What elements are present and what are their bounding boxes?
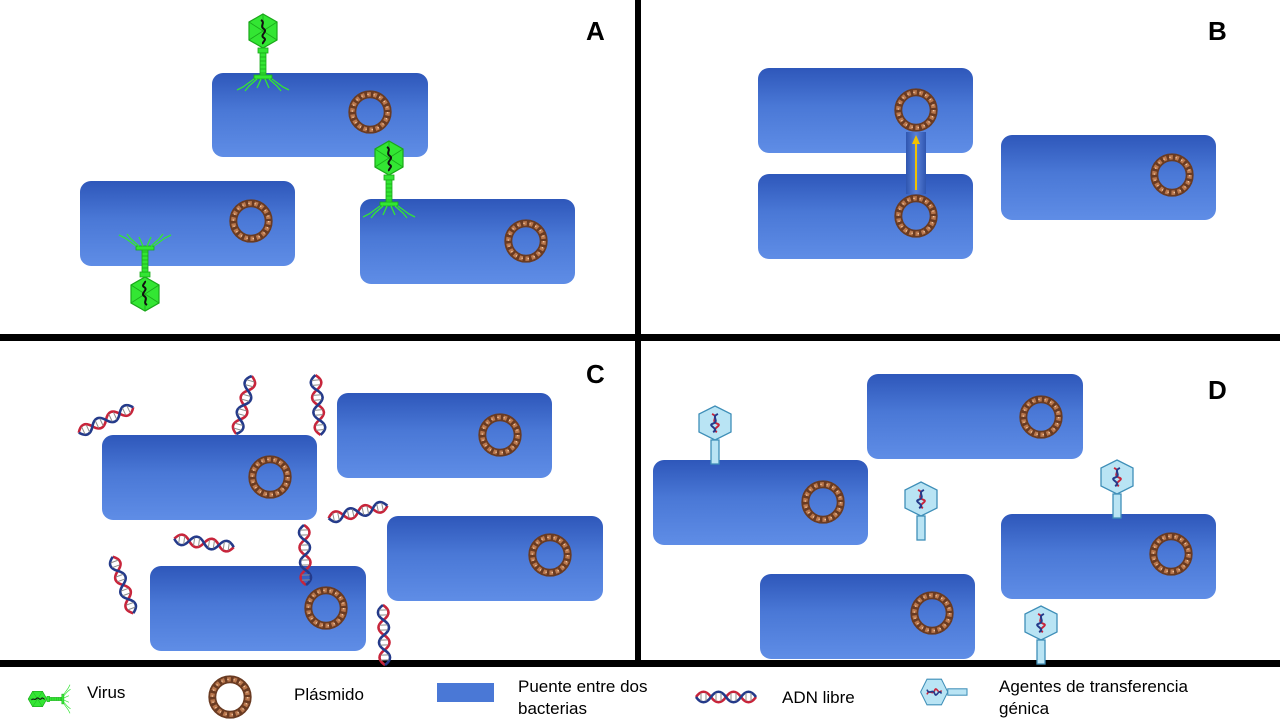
legend-icons <box>27 678 968 714</box>
panel-d <box>653 374 1216 665</box>
bacterium <box>758 68 973 153</box>
panel-label-d: D <box>1208 375 1227 405</box>
bacterium <box>867 374 1083 459</box>
free-dna-icon <box>106 553 140 617</box>
gene-transfer-agent-icon <box>904 481 938 541</box>
free-dna-icon <box>308 373 328 437</box>
bacterium <box>760 574 975 659</box>
legend-plasmid-label: Plásmido <box>294 685 364 704</box>
legend-gta-line2: génica <box>999 699 1050 718</box>
legend-bridge-line2: bacterias <box>518 699 587 718</box>
bacterium <box>1001 514 1216 599</box>
gene-transfer-agent-icon <box>1024 605 1058 665</box>
panel-b <box>758 68 1216 259</box>
panel-label-c: C <box>586 359 605 389</box>
panel-dividers <box>0 0 1280 667</box>
bacterium <box>102 435 317 520</box>
free-dna-icon <box>172 532 236 554</box>
legend-gta-line1: Agentes de transferencia <box>999 677 1189 696</box>
gene-transfer-agent-icon <box>698 405 732 465</box>
bacterium <box>1001 135 1216 220</box>
bacterium <box>80 181 295 266</box>
bacterium <box>653 460 868 545</box>
bacterium <box>150 566 366 651</box>
bridge-swatch <box>437 683 494 702</box>
legend-dna-label: ADN libre <box>782 688 855 707</box>
free-dna-icon <box>376 603 392 667</box>
gene-transfer-agent-icon <box>1100 459 1134 519</box>
legend-virus-label: Virus <box>87 683 126 702</box>
panel-c <box>75 373 603 667</box>
panel-label-b: B <box>1208 16 1227 46</box>
legend-bridge-line1: Puente entre dos <box>518 677 648 696</box>
plasmid-icon <box>212 679 247 714</box>
free-dna-icon <box>694 690 758 704</box>
legend-bridge-label: Puente entre dos bacterias <box>518 676 647 720</box>
free-dna-icon <box>326 499 390 525</box>
transfer-arrow <box>912 135 920 190</box>
panel-a <box>80 13 575 312</box>
free-dna-icon <box>229 373 259 437</box>
virus-icon <box>27 684 72 714</box>
gene-transfer-agent-icon <box>919 678 968 706</box>
bacterium <box>758 174 973 259</box>
legend-gta-label: Agentes de transferencia génica <box>999 676 1188 720</box>
panel-label-a: A <box>586 16 605 46</box>
free-dna-icon <box>75 401 137 439</box>
